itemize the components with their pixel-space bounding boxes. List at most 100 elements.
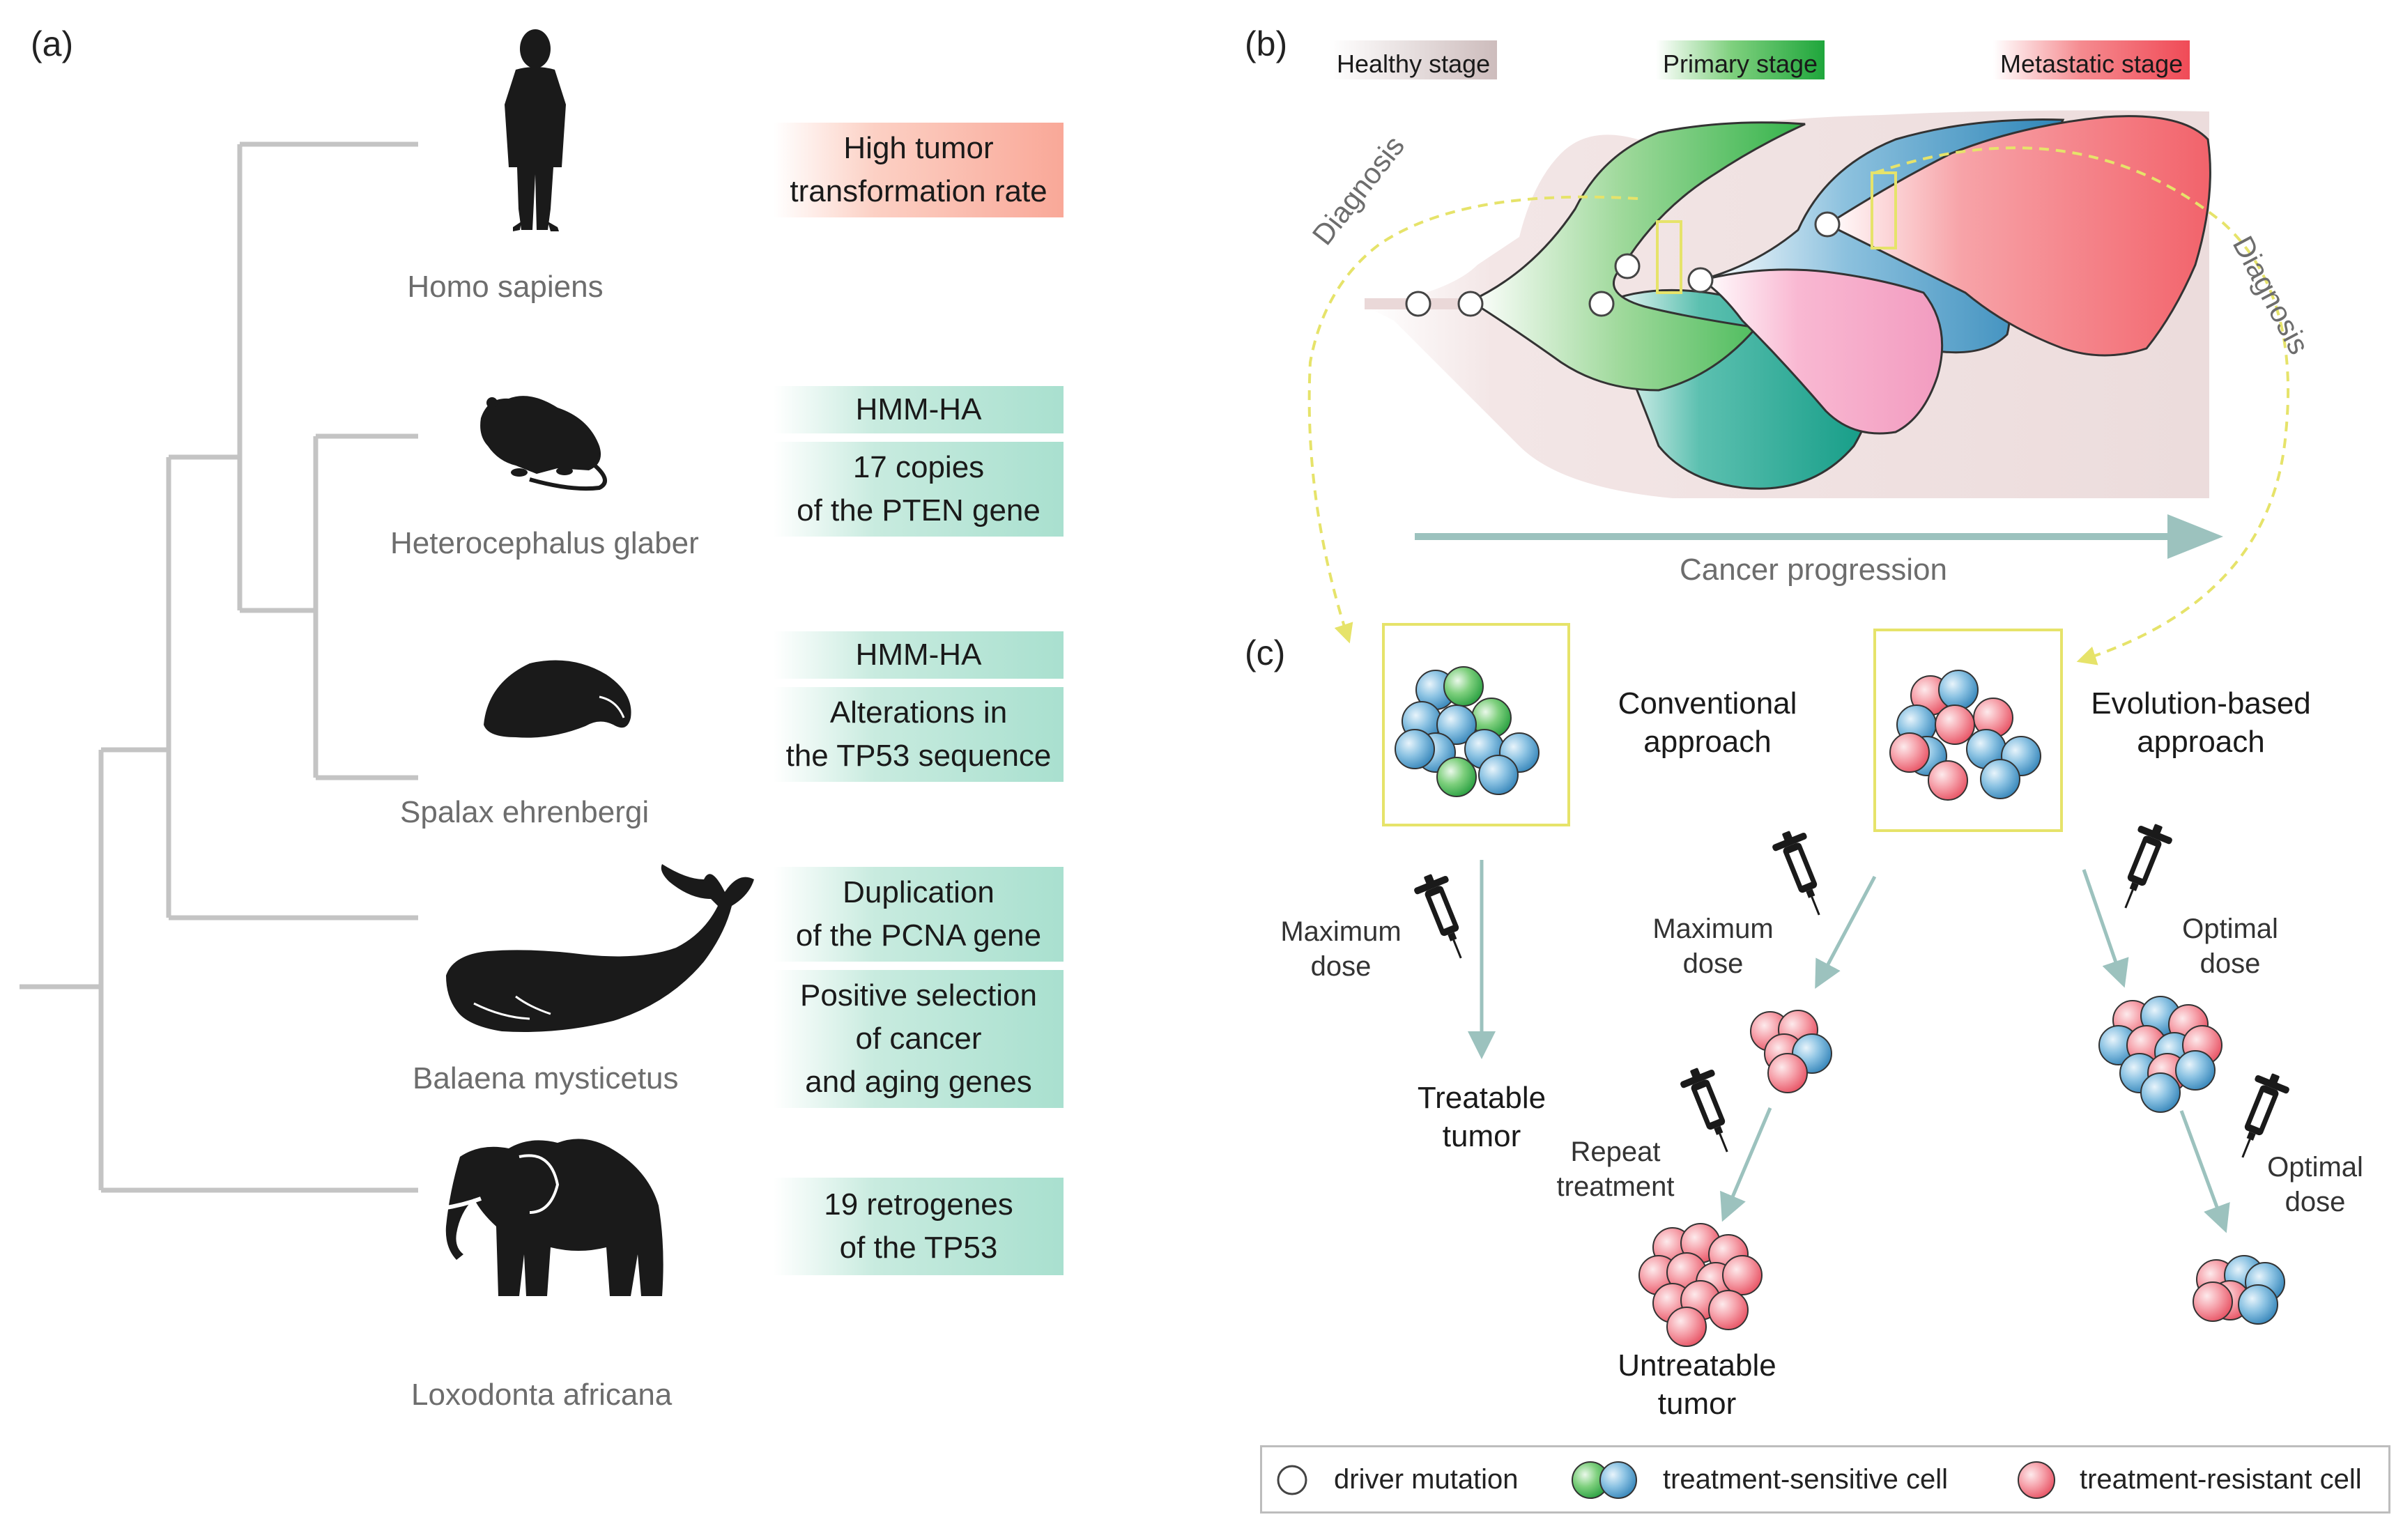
cell [1395, 729, 1435, 769]
treated-resistant-cells [1750, 1010, 1832, 1093]
legend-treatment-resistant: treatment-resistant cell [2080, 1464, 2362, 1495]
syringe-icon [2108, 817, 2177, 916]
trait-hmm-ha-spalax: HMM-HA [774, 631, 1064, 679]
trait-pcna-duplication: Duplication of the PCNA gene [774, 867, 1064, 962]
label-line: tumor [1657, 1387, 1737, 1421]
panel-c-label: (c) [1245, 633, 1286, 672]
pink-clone [1699, 268, 1944, 435]
evolution-approach-label: Evolution-based approach [2068, 684, 2333, 761]
trait-line: of the TP53 [839, 1231, 998, 1265]
maximum-dose-label-left: Maximum dose [1264, 914, 1418, 984]
trait-line: 17 copies [852, 450, 985, 484]
blind-mole-rat-silhouette-icon [484, 660, 631, 738]
conventional-tumor-box [1382, 623, 1570, 826]
repeat-treatment-label: Repeat treatment [1546, 1134, 1685, 1204]
cell [1980, 759, 2020, 799]
trait-positive-selection: Positive selection of cancer and aging g… [774, 970, 1064, 1108]
trait-line: HMM-HA [855, 638, 982, 672]
species-label-homo-sapiens: Homo sapiens [407, 270, 604, 304]
cell [1478, 755, 1519, 795]
syringe-icon [1409, 867, 1479, 967]
optimal-dose-label-2: Optimal dose [2239, 1150, 2392, 1219]
cell [1889, 732, 1930, 773]
cell [2193, 1281, 2233, 1322]
label-line: Treatable [1417, 1081, 1546, 1115]
optimal-dose-cells-2 [2193, 1255, 2285, 1325]
cell [1436, 704, 1477, 745]
cell [2238, 1284, 2278, 1325]
evolution-tumor-cells [1889, 670, 2041, 801]
trait-line: HMM-HA [855, 392, 982, 426]
syringe-icon [1675, 1061, 1745, 1160]
species-label-heterocephalus-glaber: Heterocephalus glaber [390, 526, 699, 560]
cell [2175, 1050, 2216, 1091]
species-label-loxodonta-africana: Loxodonta africana [411, 1378, 673, 1412]
treatment-resistant-legend-icon [2018, 1461, 2055, 1499]
trait-high-tumor-transformation: High tumor transformation rate [774, 123, 1064, 217]
trait-hmm-ha-mole-rat: HMM-HA [774, 386, 1064, 433]
cancer-progression-arrowhead [2167, 514, 2223, 559]
metastatic-sample-box [1871, 171, 1897, 249]
trait-line: and aging genes [805, 1065, 1032, 1099]
label-line: approach [2137, 725, 2265, 759]
bowhead-whale-silhouette-icon [446, 864, 754, 1032]
driver-mutation-legend-icon [1277, 1465, 1307, 1495]
trait-line: of the PCNA gene [795, 918, 1042, 953]
trait-line: of the PTEN gene [797, 493, 1041, 528]
naked-mole-rat-silhouette-icon [480, 396, 607, 491]
trait-line: Duplication [843, 875, 995, 909]
trait-line: of cancer [855, 1022, 982, 1056]
label-line: treatment [1556, 1171, 1675, 1202]
trait-line: transformation rate [790, 174, 1047, 208]
cell [1767, 1053, 1808, 1093]
diagnosis-arrow-left [1307, 195, 1638, 644]
label-line: Conventional [1618, 686, 1797, 721]
untreatable-tumor-label: Untreatable tumor [1596, 1346, 1798, 1423]
red-clone [1825, 115, 2211, 357]
cell [1443, 666, 1484, 707]
cell-clusters [1395, 666, 2285, 1347]
label-line: tumor [1442, 1119, 1521, 1153]
panel-b-label: (b) [1245, 24, 1288, 63]
maximum-dose-label-mid: Maximum dose [1636, 911, 1790, 981]
treatment-sensitive-legend-icon [1572, 1461, 1637, 1499]
trait-line: 19 retrogenes [824, 1187, 1013, 1222]
cell [1928, 760, 1968, 801]
primary-stage-tag: Primary stage [1656, 40, 1825, 79]
untreatable-tumor-cells [1638, 1223, 1763, 1347]
label-line: dose [1682, 948, 1744, 979]
healthy-stage-tag: Healthy stage [1330, 40, 1498, 79]
trait-tp53-retrogenes: 19 retrogenes of the TP53 [774, 1178, 1064, 1275]
label-line: Repeat [1570, 1137, 1661, 1167]
optimal-dose-cells-1 [2098, 996, 2222, 1113]
species-label-balaena-mysticetus: Balaena mysticetus [413, 1061, 679, 1095]
elephant-silhouette-icon [415, 1139, 663, 1296]
treatable-tumor-label: Treatable tumor [1391, 1079, 1572, 1155]
legend-treatment-sensitive: treatment-sensitive cell [1663, 1464, 1949, 1495]
cell [1666, 1307, 1707, 1347]
trait-line: Positive selection [800, 978, 1037, 1012]
trait-pten-copies: 17 copies of the PTEN gene [774, 442, 1064, 537]
human-silhouette-icon [505, 29, 566, 231]
cell [1722, 1255, 1763, 1295]
conventional-approach-label: Conventional approach [1582, 684, 1833, 761]
cell [1436, 757, 1477, 797]
panel-a-label: (a) [31, 24, 74, 63]
treatment-arrows [1468, 860, 2230, 1233]
trait-line: High tumor [843, 131, 994, 165]
cell [1938, 670, 1979, 710]
cancer-progression-label: Cancer progression [1680, 553, 1947, 587]
cell [1708, 1290, 1749, 1330]
metastatic-stage-tag: Metastatic stage [1993, 40, 2190, 79]
primary-sample-box [1656, 220, 1682, 294]
label-line: dose [2199, 948, 2261, 979]
evolution-tumor-box [1873, 629, 2063, 832]
label-line: dose [2285, 1187, 2346, 1217]
label-line: Optimal [2267, 1152, 2363, 1183]
conventional-tumor-cells [1395, 666, 1540, 797]
optimal-dose-label-1: Optimal dose [2154, 911, 2307, 981]
cell [1935, 704, 1975, 745]
trait-line: the TP53 sequence [785, 739, 1052, 773]
phylogenetic-tree [20, 141, 418, 1193]
